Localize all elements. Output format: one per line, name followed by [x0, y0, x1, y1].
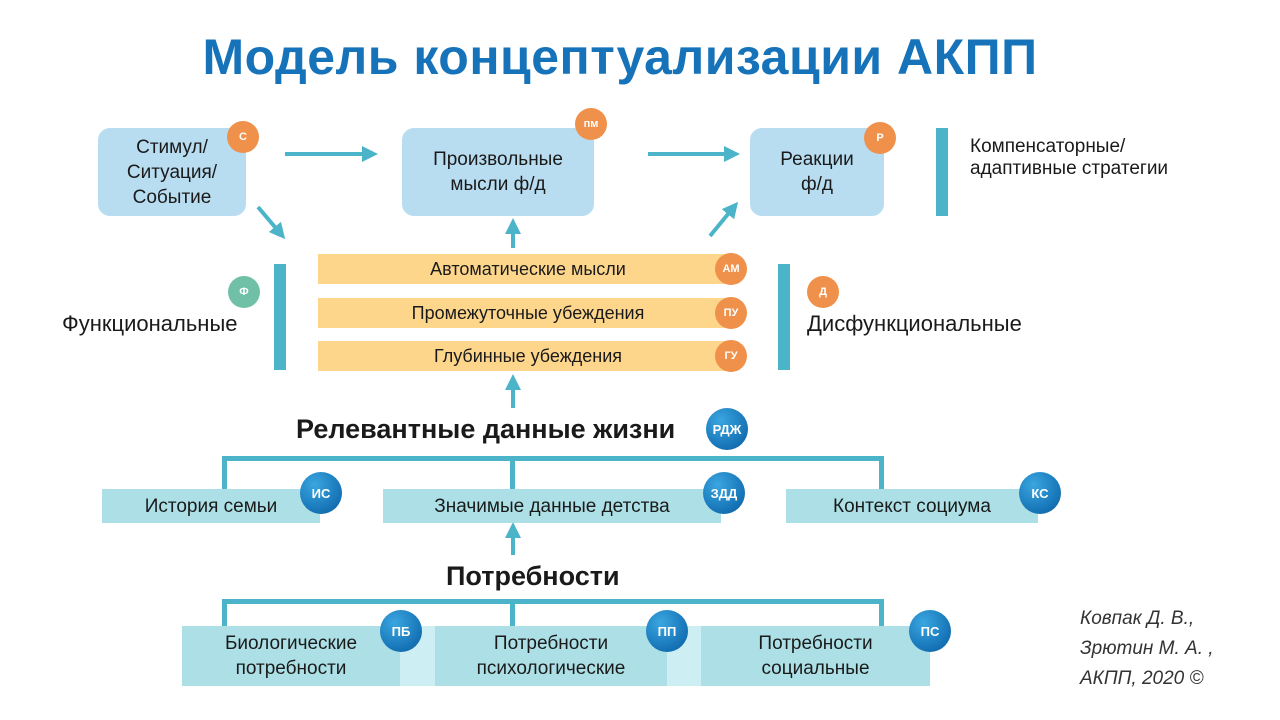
dysfunctional-badge: Д — [807, 276, 839, 308]
life-data-label: Релевантные данные жизни — [296, 414, 676, 444]
belief-bar-automatic: Автоматические мысли — [318, 254, 738, 284]
belief-bar-core: Глубинные убеждения — [318, 341, 738, 371]
thoughts-box: Произвольные мысли ф/д — [402, 128, 594, 216]
needs-bracket-left — [222, 599, 227, 627]
page-title: Модель концептуализации АКПП — [202, 29, 1038, 85]
needs-bracket — [222, 599, 884, 604]
functional-bar — [274, 264, 286, 370]
needs-label: Потребности — [446, 561, 620, 591]
need-badge-social: ПС — [909, 610, 951, 652]
life-data-badge-society: КС — [1019, 472, 1061, 514]
life-data-item-society: Контекст социума — [786, 489, 1038, 523]
life-data-item-family: История семьи — [102, 489, 320, 523]
need-badge-psychological: ПП — [646, 610, 688, 652]
belief-badge-core: ГУ — [715, 340, 747, 372]
strategies-bar — [936, 128, 948, 216]
needs-bracket-mid — [510, 599, 515, 627]
life-data-bracket-left — [222, 456, 227, 490]
need-item-biological: Биологические потребности — [182, 626, 400, 686]
belief-bar-intermediate: Промежуточные убеждения — [318, 298, 738, 328]
life-data-bracket-mid — [510, 456, 515, 490]
strategies-label: Компенсаторные/ адаптивные стратегии — [970, 136, 1169, 179]
arrow-beliefs-to-reactions — [708, 201, 739, 238]
thoughts-badge: пм — [575, 108, 607, 140]
belief-badge-automatic: АМ — [715, 253, 747, 285]
dysfunctional-label: Дисфункциональные — [807, 311, 1022, 336]
need-item-social: Потребности социальные — [701, 626, 930, 686]
life-data-badge: РДЖ — [706, 408, 748, 450]
life-data-item-childhood: Значимые данные детства — [383, 489, 721, 523]
dysfunctional-bar — [778, 264, 790, 370]
stimulus-badge: С — [227, 121, 259, 153]
functional-label: Функциональные — [62, 311, 238, 336]
author-credit: Ковпак Д. В., Зрютин М. А. , АКПП, 2020 … — [1080, 608, 1214, 689]
stimulus-box: Стимул/ Ситуация/ Событие — [98, 128, 246, 216]
life-data-badge-childhood: ЗДД — [703, 472, 745, 514]
belief-badge-intermediate: ПУ — [715, 297, 747, 329]
life-data-bracket-right — [879, 456, 884, 490]
life-data-bracket — [222, 456, 884, 461]
functional-badge: Ф — [228, 276, 260, 308]
reactions-box: Реакции ф/д — [750, 128, 884, 216]
needs-bracket-right — [879, 599, 884, 627]
need-item-psychological: Потребности психологические — [435, 626, 667, 686]
reactions-badge: Р — [864, 122, 896, 154]
life-data-badge-family: ИС — [300, 472, 342, 514]
need-badge-biological: ПБ — [380, 610, 422, 652]
arrow-stimulus-to-beliefs — [256, 205, 286, 240]
